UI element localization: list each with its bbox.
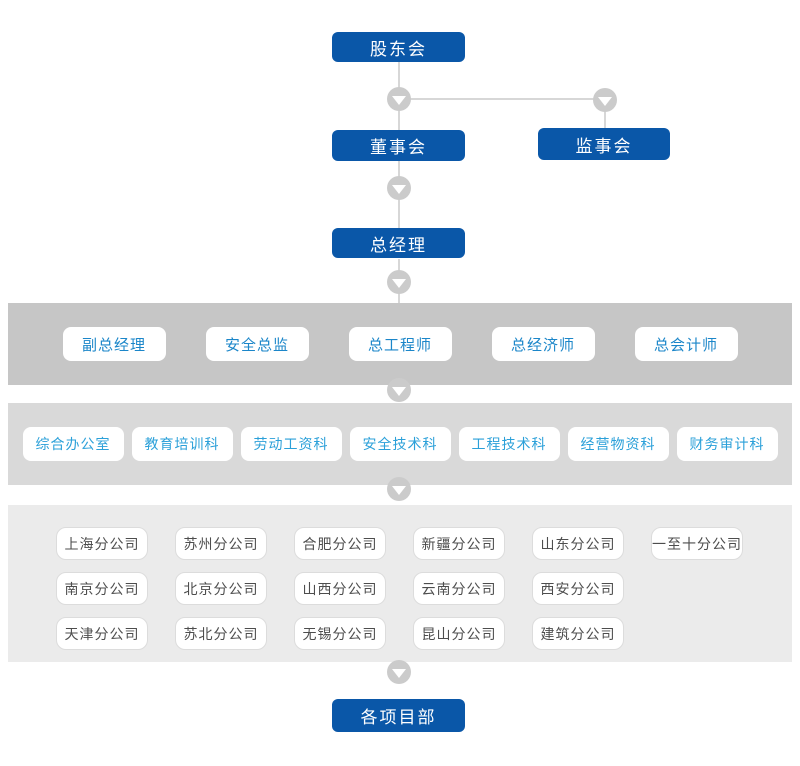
dept-box-education-training: 教育培训科 [131,427,233,461]
branch-box: 山东分公司 [532,527,624,560]
executive-band: 副总经理 安全总监 总工程师 总经济师 总会计师 [8,303,792,385]
connector-line-horizontal [399,98,606,100]
branch-row: 天津分公司 苏北分公司 无锡分公司 昆山分公司 建筑分公司 [8,617,792,650]
branch-box: 南京分公司 [56,572,148,605]
branch-row: 上海分公司 苏州分公司 合肥分公司 新疆分公司 山东分公司 一至十分公司 [8,527,792,560]
branch-box: 无锡分公司 [294,617,386,650]
node-board-of-directors: 董事会 [332,130,465,161]
branch-box: 建筑分公司 [532,617,624,650]
exec-box-deputy-gm: 副总经理 [62,327,166,361]
branch-box: 苏北分公司 [175,617,267,650]
branch-row: 南京分公司 北京分公司 山西分公司 云南分公司 西安分公司 [8,572,792,605]
chevron-down-icon [387,477,411,501]
chevron-down-icon [387,176,411,200]
branch-box: 苏州分公司 [175,527,267,560]
branch-box: 云南分公司 [413,572,505,605]
exec-box-chief-engineer: 总工程师 [348,327,452,361]
dept-box-safety-technology: 安全技术科 [349,427,451,461]
chevron-down-icon [387,270,411,294]
connector-line-to-supervisory [604,110,606,128]
dept-box-operations-material: 经营物资科 [567,427,669,461]
branch-box: 上海分公司 [56,527,148,560]
connector-line-to-executive-band [398,293,400,303]
chevron-down-icon [387,87,411,111]
exec-box-chief-accountant: 总会计师 [634,327,738,361]
connector-line-to-board [398,110,400,130]
node-general-manager: 总经理 [332,228,465,258]
branch-box: 合肥分公司 [294,527,386,560]
branch-box: 西安分公司 [532,572,624,605]
dept-box-engineering-tech: 工程技术科 [458,427,560,461]
branch-box: 一至十分公司 [651,527,743,560]
branch-box: 新疆分公司 [413,527,505,560]
node-supervisory-board: 监事会 [538,128,670,160]
connector-line-to-gm [398,199,400,228]
department-band: 综合办公室 教育培训科 劳动工资科 安全技术科 工程技术科 经营物资科 财务审计… [8,403,792,485]
branch-box: 昆山分公司 [413,617,505,650]
exec-box-chief-economist: 总经济师 [491,327,595,361]
chevron-down-icon [387,660,411,684]
chevron-down-icon [387,378,411,402]
exec-box-safety-director: 安全总监 [205,327,309,361]
dept-box-general-office: 综合办公室 [22,427,124,461]
dept-box-finance-audit: 财务审计科 [676,427,778,461]
connector-line-gm-down [398,259,400,271]
node-shareholders: 股东会 [332,32,465,62]
connector-line-shareholders-down [398,62,400,88]
branch-box: 北京分公司 [175,572,267,605]
chevron-down-icon [593,88,617,112]
connector-line-board-down [398,161,400,177]
branch-band: 上海分公司 苏州分公司 合肥分公司 新疆分公司 山东分公司 一至十分公司 南京分… [8,505,792,662]
branch-box: 天津分公司 [56,617,148,650]
dept-box-labor-wages: 劳动工资科 [240,427,342,461]
branch-box: 山西分公司 [294,572,386,605]
node-project-departments: 各项目部 [332,699,465,732]
